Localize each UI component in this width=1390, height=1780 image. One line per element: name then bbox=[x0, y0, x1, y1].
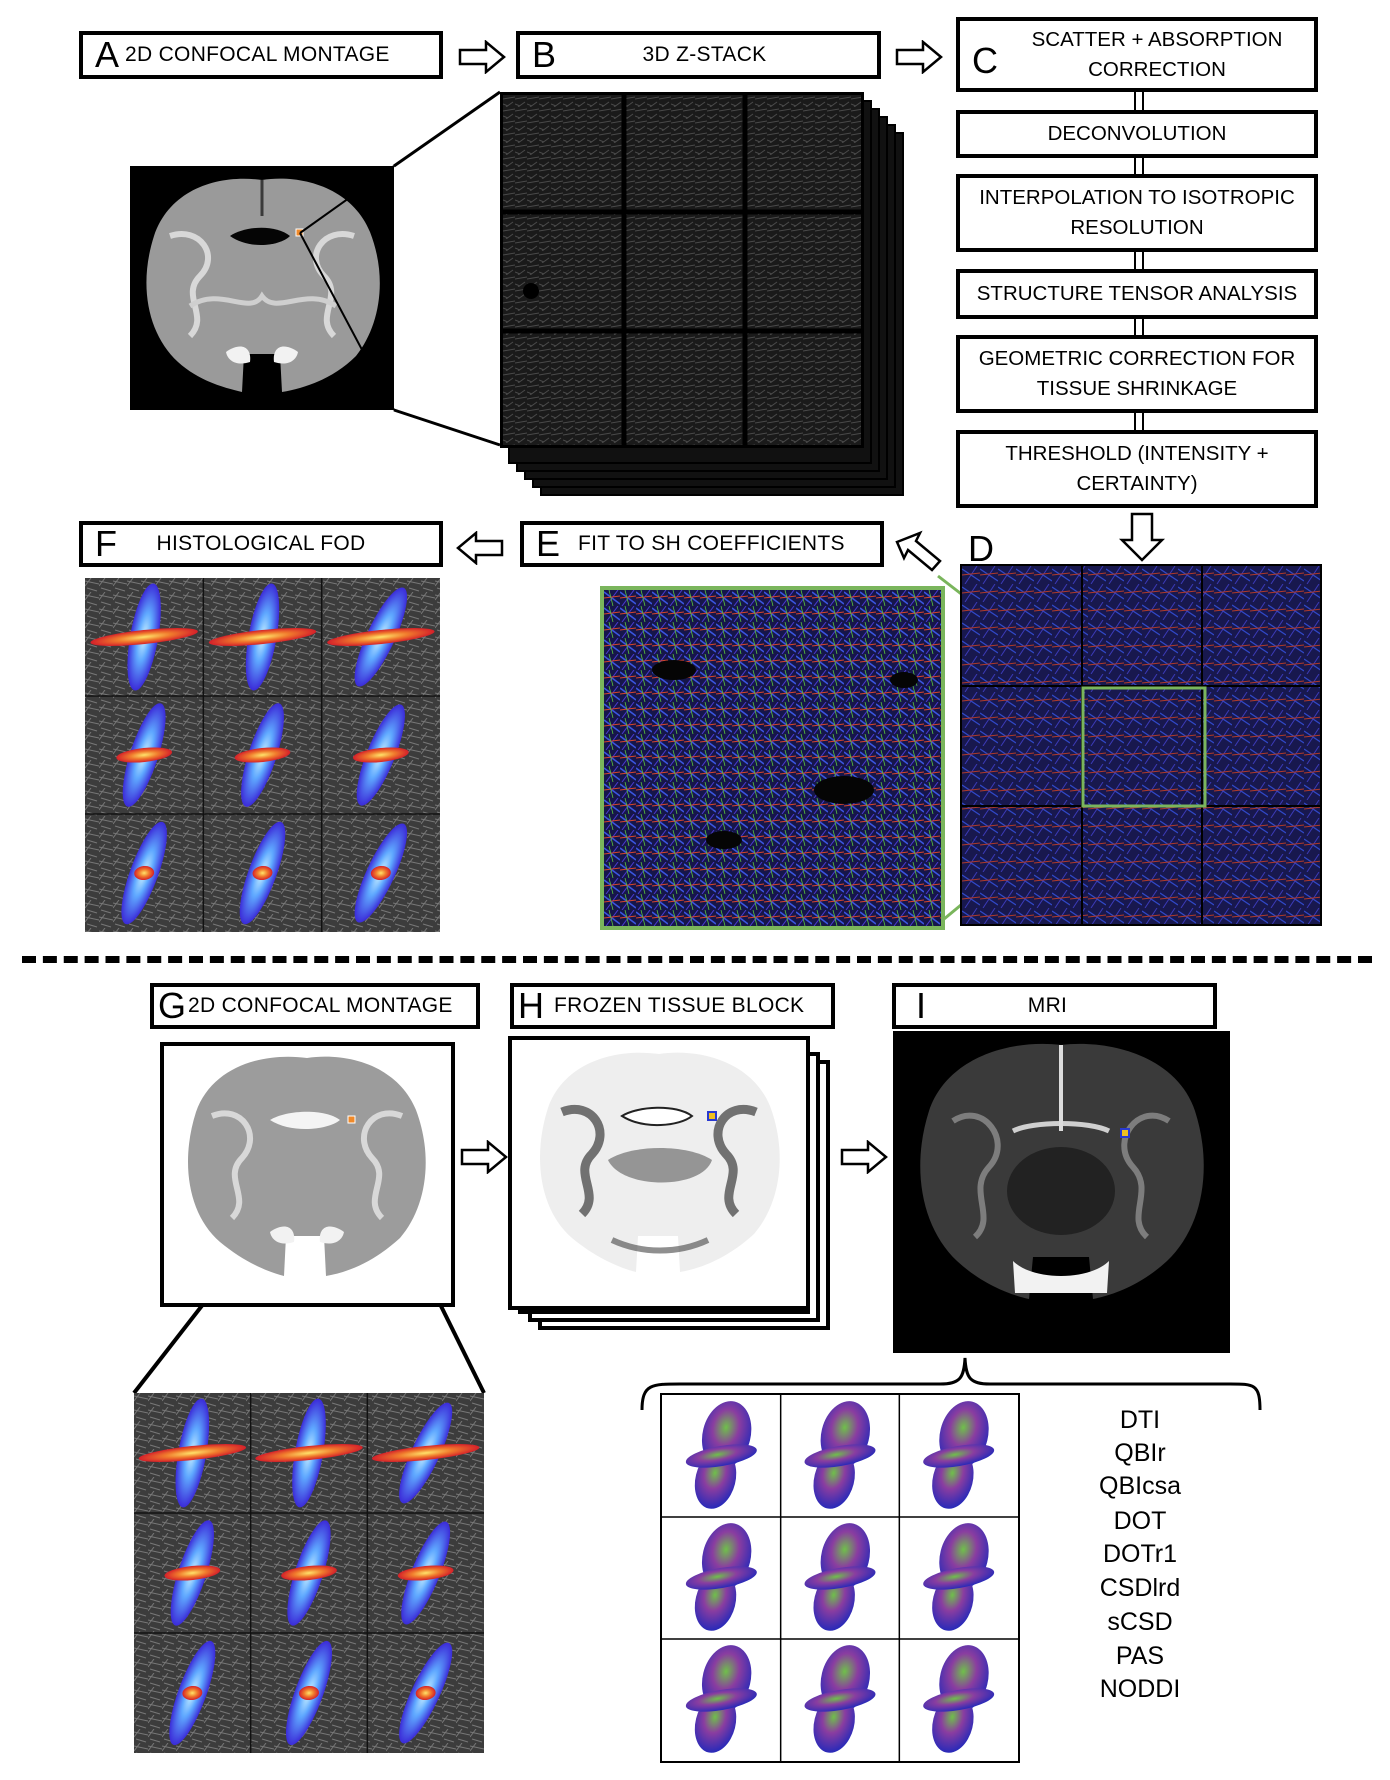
bracket bbox=[640, 1357, 1262, 1411]
panel-d-fiber-map bbox=[960, 564, 1322, 926]
fod-glyph bbox=[121, 821, 167, 925]
panel-g-letter: G bbox=[158, 985, 187, 1026]
fod-glyph bbox=[90, 583, 198, 691]
odf-glyph bbox=[804, 1645, 876, 1753]
odf-glyph bbox=[923, 1645, 995, 1753]
panel-f-letter: F bbox=[95, 523, 117, 564]
pipeline-step-label: DECONVOLUTION bbox=[1047, 122, 1227, 145]
fod-glyph bbox=[255, 1398, 363, 1508]
odf-glyph bbox=[685, 1645, 757, 1753]
method-label: QBIr bbox=[1114, 1439, 1166, 1467]
fod-glyph bbox=[208, 583, 317, 691]
method-label: DTI bbox=[1119, 1406, 1161, 1434]
panel-f-title: HISTOLOGICAL FOD bbox=[156, 532, 366, 555]
panel-h-title: FROZEN TISSUE BLOCK bbox=[554, 994, 805, 1017]
panel-g-brain-frame bbox=[160, 1042, 455, 1307]
arrow-right-icon bbox=[460, 1140, 508, 1174]
fod-glyph bbox=[234, 703, 291, 807]
fod-glyph bbox=[138, 1398, 247, 1508]
panel-g-header: G 2D CONFOCAL MONTAGE bbox=[150, 983, 480, 1029]
odf-glyph bbox=[804, 1401, 876, 1509]
panel-i-letter: I bbox=[916, 985, 927, 1026]
fod-glyph bbox=[164, 1520, 221, 1626]
odf-glyph bbox=[685, 1401, 757, 1509]
panel-h-letter: H bbox=[518, 985, 544, 1026]
panel-e-fiber-zoom bbox=[600, 586, 945, 930]
arrow-up-left-icon bbox=[895, 530, 942, 572]
odf-glyph-grid bbox=[660, 1393, 1020, 1763]
section-divider bbox=[22, 956, 1372, 963]
panel-e-title: FIT TO SH COEFFICIENTS bbox=[578, 532, 845, 555]
roi-box bbox=[1081, 686, 1207, 808]
arrow-right-icon bbox=[840, 1140, 888, 1174]
panel-f-fod-grid bbox=[85, 578, 440, 932]
fod-glyph bbox=[169, 1640, 216, 1746]
fod-glyph bbox=[285, 1640, 333, 1746]
arrow-left-icon bbox=[456, 531, 504, 565]
panel-b-letter: B bbox=[532, 34, 557, 75]
method-label: sCSD bbox=[1107, 1608, 1173, 1636]
pipeline-step-3: INTERPOLATION TO ISOTROPIC RESOLUTION bbox=[956, 174, 1318, 252]
panel-h-frozen-block bbox=[508, 1036, 810, 1310]
pipeline-step-6: THRESHOLD (INTENSITY + CERTAINTY) bbox=[956, 430, 1318, 508]
panel-g-brain-image bbox=[188, 1056, 426, 1276]
pipeline-step-label: THRESHOLD (INTENSITY + CERTAINTY) bbox=[1005, 442, 1269, 495]
panel-g-title: 2D CONFOCAL MONTAGE bbox=[188, 994, 453, 1017]
fod-glyph bbox=[397, 1521, 454, 1625]
connector bbox=[1134, 158, 1144, 174]
panel-f-header: F HISTOLOGICAL FOD bbox=[79, 521, 443, 567]
arrow-down-icon bbox=[1118, 512, 1166, 562]
odf-glyph bbox=[923, 1523, 995, 1631]
method-label: CSDlrd bbox=[1099, 1574, 1181, 1602]
connector bbox=[1134, 413, 1144, 430]
fod-glyph bbox=[399, 1642, 453, 1744]
connector bbox=[1134, 252, 1144, 269]
odf-glyph bbox=[923, 1401, 995, 1509]
panel-e-letter: E bbox=[536, 523, 561, 564]
fod-glyph bbox=[354, 823, 408, 923]
method-label: NODDI bbox=[1099, 1675, 1181, 1703]
panel-e-header: E FIT TO SH COEFFICIENTS bbox=[520, 521, 884, 567]
fod-glyph bbox=[371, 1402, 480, 1504]
arrow-right-icon bbox=[895, 40, 943, 74]
method-label: DOTr1 bbox=[1102, 1540, 1178, 1568]
fod-glyph bbox=[116, 703, 173, 807]
arrow-right-icon bbox=[458, 40, 506, 74]
method-label: PAS bbox=[1115, 1642, 1165, 1670]
panel-i-title: MRI bbox=[1027, 994, 1068, 1017]
pipeline-step-label: INTERPOLATION TO ISOTROPIC RESOLUTION bbox=[979, 186, 1295, 239]
panel-g-fod-grid bbox=[134, 1393, 484, 1753]
method-label: QBIcsa bbox=[1099, 1472, 1181, 1500]
pipeline-step-2: DECONVOLUTION bbox=[956, 110, 1318, 158]
panel-h-header: H FROZEN TISSUE BLOCK bbox=[510, 983, 835, 1029]
fod-glyph bbox=[327, 587, 435, 687]
pipeline-step-1: C SCATTER + ABSORPTION CORRECTION bbox=[956, 17, 1318, 92]
fod-glyph bbox=[281, 1520, 337, 1626]
panel-a-header: A 2D CONFOCAL MONTAGE bbox=[79, 31, 443, 79]
panel-b-title: 3D Z-STACK bbox=[642, 43, 767, 66]
panel-a-brain-image bbox=[130, 166, 394, 410]
connector bbox=[1134, 319, 1144, 335]
panel-b-zstack-image bbox=[500, 92, 864, 448]
fod-glyph bbox=[239, 821, 286, 925]
pipeline-step-label: SCATTER + ABSORPTION CORRECTION bbox=[1031, 27, 1283, 81]
pipeline-step-label: STRUCTURE TENSOR ANALYSIS bbox=[976, 282, 1298, 305]
panel-c-letter: C bbox=[972, 40, 998, 81]
connector bbox=[1134, 92, 1144, 110]
pipeline-step-5: GEOMETRIC CORRECTION FOR TISSUE SHRINKAG… bbox=[956, 335, 1318, 413]
pipeline-step-4: STRUCTURE TENSOR ANALYSIS bbox=[956, 269, 1318, 319]
panel-i-header: I MRI bbox=[892, 983, 1217, 1029]
panel-i-mri-image bbox=[893, 1031, 1230, 1353]
panel-a-title: 2D CONFOCAL MONTAGE bbox=[125, 43, 390, 66]
fod-glyph bbox=[352, 704, 409, 806]
panel-a-letter: A bbox=[95, 34, 120, 75]
panel-b-header: B 3D Z-STACK bbox=[516, 31, 881, 79]
odf-glyph bbox=[685, 1523, 757, 1631]
pipeline-step-label: GEOMETRIC CORRECTION FOR TISSUE SHRINKAG… bbox=[978, 347, 1296, 400]
odf-glyph bbox=[804, 1523, 876, 1631]
panel-d-letter: D bbox=[968, 528, 994, 569]
method-label: DOT bbox=[1113, 1507, 1167, 1535]
